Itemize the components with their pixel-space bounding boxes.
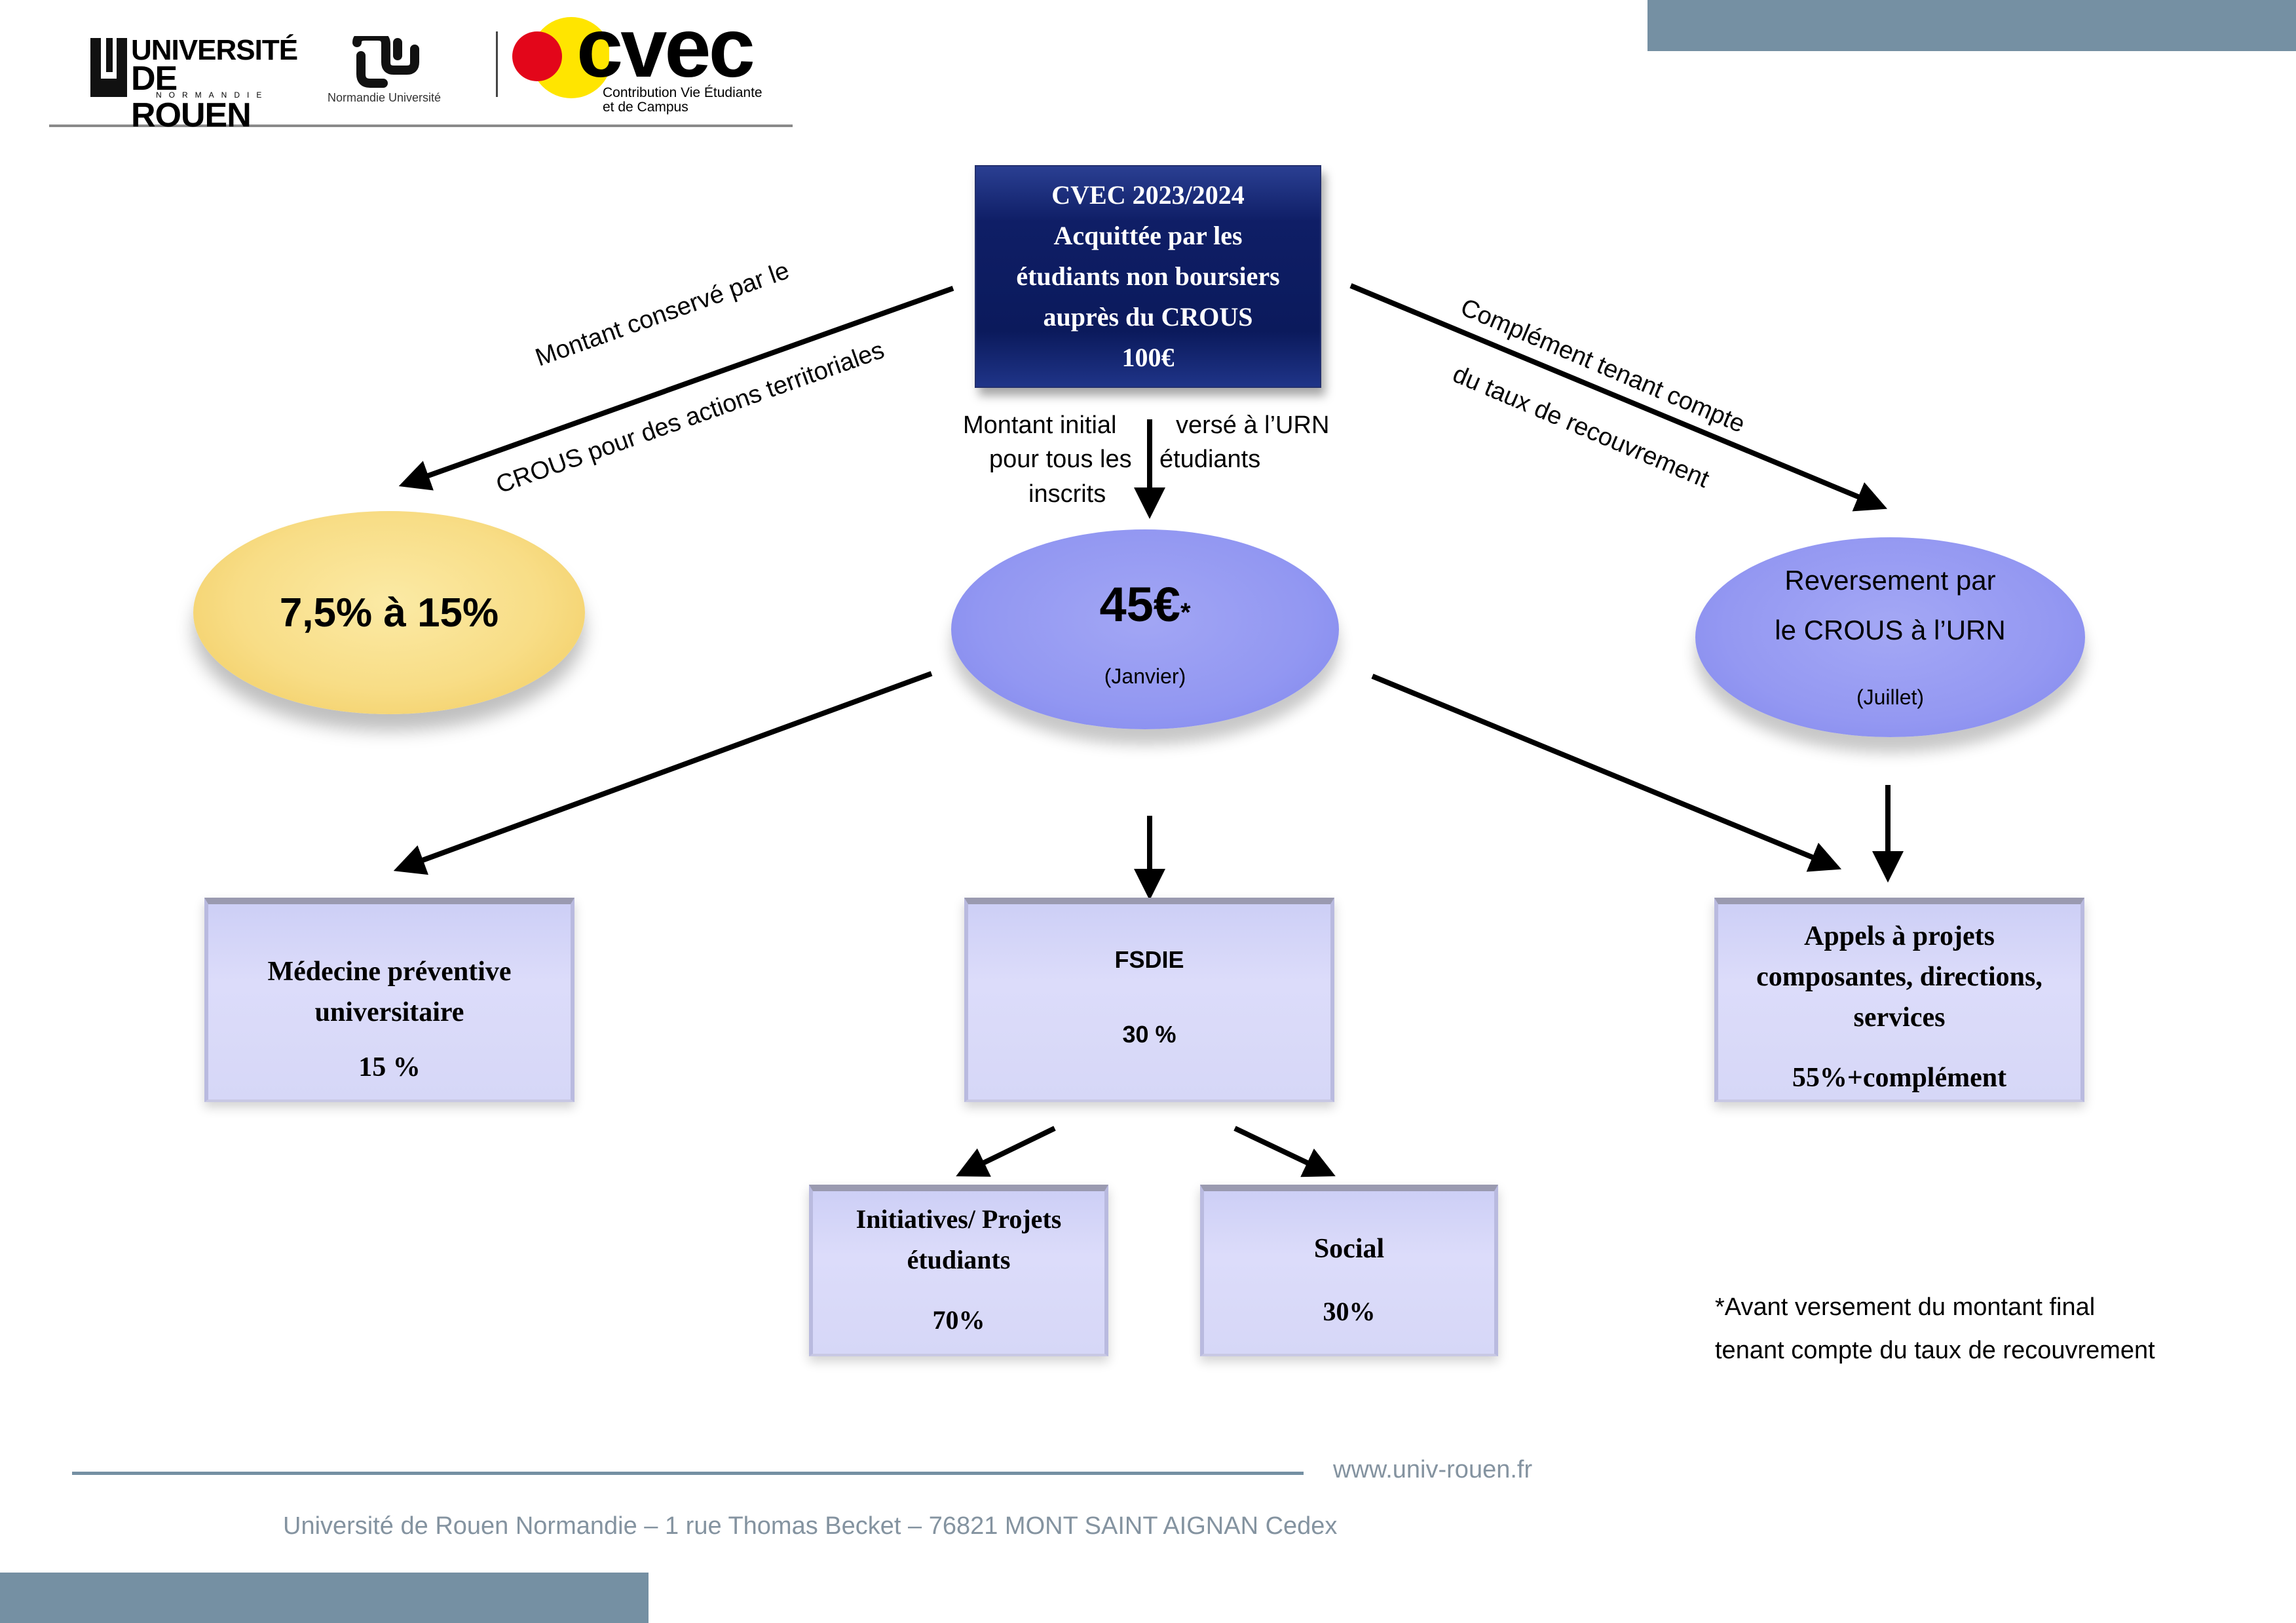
arrow-top-to-reversement [1349,283,1888,512]
urn-mark-icon [90,38,127,97]
reversement-line1: Reversement par [1784,565,1996,596]
cvec-amount: 100€ [1121,343,1175,372]
cvec-total-box: CVEC 2023/2024 Acquittée par les étudian… [975,165,1321,388]
label-center-left1: Montant initial [963,411,1117,439]
initiatives-pct: 70% [932,1305,985,1335]
initial-amount-star: * [1180,598,1191,627]
label-center-right2: étudiants [1159,446,1261,473]
urn-logo-line1: UNIVERSITÉ [131,34,298,66]
social-pct: 30% [1323,1297,1376,1326]
universite-rouen-logo: UNIVERSITÉ DE ROUEN NORMANDIE [90,34,298,134]
social-title: Social [1313,1234,1385,1264]
initiatives-box: Initiatives/ Projets étudiants 70% [809,1185,1108,1356]
medecine-pct: 15 % [358,1052,421,1082]
cvec-desc-line1: Acquittée par les [1053,221,1243,250]
cvec-subtitle-line1: Contribution Vie Étudiante [603,85,762,100]
initial-amount-month: (Janvier) [1104,664,1186,688]
initial-amount-row: 45€* [951,577,1339,632]
initiatives-line2: étudiants [907,1245,1011,1274]
initial-amount-ellipse: 45€* (Janvier) [951,529,1339,729]
appels-line3: services [1853,1002,1946,1033]
crous-share-ellipse: 7,5% à 15% [193,511,585,714]
arrow-initial-to-medecine [393,671,933,875]
arrow-initial-to-appels [1371,674,1842,872]
cvec-desc-line3: auprès du CROUS [1043,302,1253,332]
footer-address: Université de Rouen Normandie – 1 rue Th… [283,1512,1338,1540]
label-center-left2: pour tous les [989,446,1132,473]
footer-accent-bar [0,1573,649,1623]
reversement-ellipse: Reversement par le CROUS à l’URN (Juille… [1695,537,2085,737]
normandie-universite-logo: Normandie Université [324,36,455,108]
appels-line2: composantes, directions, [1756,962,2042,992]
footer-url-link[interactable]: www.univ-rouen.fr [1333,1456,1533,1483]
cvec-desc-line2: étudiants non boursiers [1016,261,1280,291]
label-center-right1: versé à l’URN [1176,411,1330,439]
medecine-line2: universitaire [314,997,464,1027]
appels-pct: 55%+complément [1792,1063,2007,1093]
appels-line1: Appels à projets [1804,921,1995,951]
normandie-universite-mark-icon [352,36,419,88]
initiatives-line1: Initiatives/ Projets [856,1204,1062,1234]
arrow-fsdie-to-initiatives [956,1126,1056,1177]
cvec-subtitle-line2: et de Campus [603,100,688,115]
fsdie-title: FSDIE [1114,946,1184,973]
cvec-year: CVEC 2023/2024 [1051,180,1245,210]
medecine-box: Médecine préventive universitaire 15 % [204,898,574,1102]
arrow-fsdie-to-social [1233,1126,1336,1177]
header-accent-bar [1647,0,2296,51]
fsdie-pct: 30 % [1122,1021,1176,1048]
appels-box: Appels à projets composantes, directions… [1714,898,2084,1102]
cvec-logo: cvec Contribution Vie Étudiante et de Ca… [511,3,793,119]
arrow-top-to-crous [398,286,954,491]
normandie-universite-label: Normandie Université [328,91,442,104]
initial-amount-value: 45€ [1099,577,1180,632]
urn-logo-line3: NORMANDIE [156,90,269,100]
label-center-left3: inscrits [1028,480,1106,508]
reversement-line2: le CROUS à l’URN [1775,615,2006,645]
fsdie-box: FSDIE 30 % [964,898,1334,1102]
header-divider [49,124,793,127]
footer-divider [72,1472,1304,1475]
cvec-wordmark: cvec [576,1,755,95]
crous-share-value: 7,5% à 15% [279,590,499,636]
cvec-circles-icon [512,17,609,98]
footnote: *Avant versement du montant final tenant… [1715,1286,2155,1372]
medecine-line1: Médecine préventive [267,957,512,987]
social-box: Social 30% [1200,1185,1498,1356]
logo-separator [496,31,498,97]
footnote-line1: *Avant versement du montant final [1715,1293,2096,1321]
urn-logo-line2: DE ROUEN [131,60,252,134]
footnote-line2: tenant compte du taux de recouvrement [1715,1337,2155,1364]
reversement-month: (Juillet) [1856,685,1925,709]
